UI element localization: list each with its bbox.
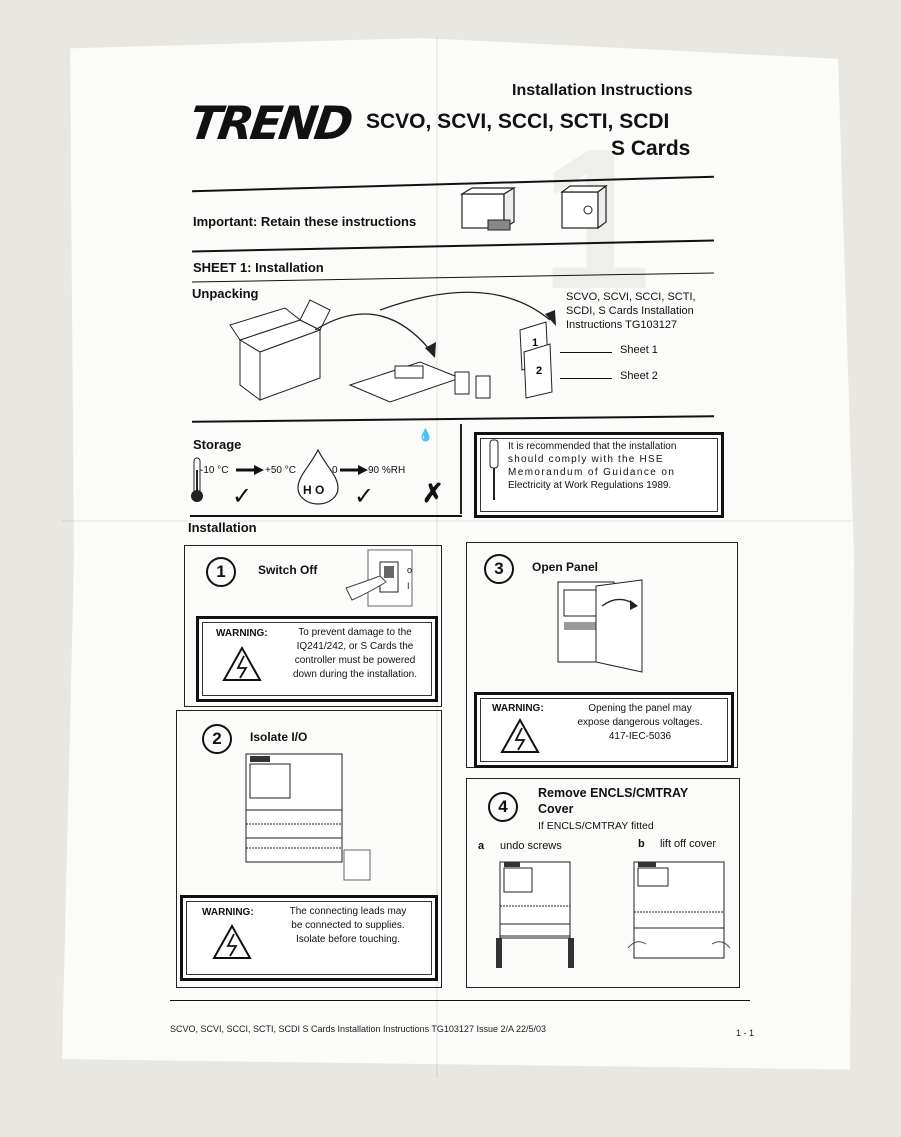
footer-text: SCVO, SCVI, SCCI, SCTI, SCDI S Cards Ins… bbox=[170, 1024, 547, 1034]
step-4b-text: lift off cover bbox=[660, 838, 717, 850]
humidity-high: 90 %RH bbox=[368, 465, 406, 476]
sheet2-leader bbox=[560, 378, 612, 379]
trend-logo: TREND bbox=[186, 96, 354, 150]
temp-high: +50 °C bbox=[265, 465, 296, 476]
warning-label: WARNING: bbox=[202, 907, 254, 918]
recommendation-text: It is recommended that the installation … bbox=[508, 440, 712, 492]
storage-divider bbox=[460, 424, 462, 514]
recommendation-line2: should comply with the HSE bbox=[508, 454, 664, 465]
sheet2-label: Sheet 2 bbox=[620, 370, 658, 382]
warning-3-line: 417-IEC-5036 bbox=[608, 731, 672, 742]
sheet1-label: Sheet 1 bbox=[620, 344, 658, 356]
switch-on-mark: I bbox=[407, 581, 410, 591]
paper-fold-vertical bbox=[436, 38, 438, 1078]
step-4-panel bbox=[466, 778, 740, 988]
thermometer-icon bbox=[191, 457, 203, 502]
h2o-label: H O bbox=[303, 483, 325, 497]
hazard-triangle-icon bbox=[222, 645, 262, 681]
unpacking-illustration bbox=[229, 291, 556, 403]
droplets-icon: 💧 bbox=[418, 428, 445, 442]
step-4a-text: undo screws bbox=[500, 840, 562, 852]
installation-title: Installation bbox=[188, 520, 257, 535]
warning-label: WARNING: bbox=[492, 703, 544, 714]
step-2-number: 2 bbox=[202, 724, 232, 754]
warning-1-line: To prevent damage to the bbox=[298, 627, 412, 638]
check-icon: ✓ bbox=[232, 483, 253, 510]
check-icon: ✓ bbox=[354, 483, 375, 510]
warning-1-line: down during the installation. bbox=[293, 669, 417, 680]
step-1-panel bbox=[184, 545, 442, 707]
humidity-low: 0 bbox=[332, 465, 338, 476]
footer-rule bbox=[170, 1000, 750, 1001]
warning-3-line: Opening the panel may bbox=[588, 703, 692, 714]
page-number: 1 - 1 bbox=[736, 1028, 755, 1038]
unpacking-title: Unpacking bbox=[192, 286, 259, 301]
storage-title: Storage bbox=[193, 437, 242, 452]
models-heading: SCVO, SCVI, SCCI, SCTI, SCDI bbox=[366, 110, 670, 133]
svg-text:2: 2 bbox=[536, 365, 542, 377]
warning-2-line: be connected to supplies. bbox=[291, 920, 405, 931]
enclosure-open-icon bbox=[459, 186, 517, 231]
recommendation-line3: Memorandum of Guidance on bbox=[508, 467, 676, 478]
installation-instructions-heading: Installation Instructions bbox=[512, 82, 693, 99]
lift-cover-illustration bbox=[627, 861, 731, 959]
step-1-title: Switch Off bbox=[258, 563, 318, 577]
warning-3-line: expose dangerous voltages. bbox=[577, 717, 703, 728]
step-1-number: 1 bbox=[206, 557, 236, 587]
step-4b-label: b bbox=[638, 838, 645, 850]
hazard-triangle-icon bbox=[500, 717, 540, 753]
hazard-triangle-icon bbox=[212, 923, 252, 959]
screwdriver-icon bbox=[489, 439, 499, 500]
important-notice: Important: Retain these instructions bbox=[193, 214, 417, 229]
warning-box-2 bbox=[180, 895, 438, 981]
instruction-documents-icon: 1 2 bbox=[519, 321, 553, 399]
temp-low: -10 °C bbox=[200, 465, 229, 476]
doc-title-line2: SCDI, S Cards Installation bbox=[566, 305, 694, 317]
doc-title-line3: Instructions TG103127 bbox=[566, 319, 678, 331]
sheet1-leader bbox=[560, 352, 612, 353]
step-4-title: Remove ENCLS/CMTRAY bbox=[538, 786, 689, 800]
storage-rule bbox=[190, 515, 462, 517]
warning-1-text: To prevent damage to the IQ241/242, or S… bbox=[282, 626, 428, 682]
svg-text:1: 1 bbox=[532, 337, 538, 349]
s-cards-heading: S Cards bbox=[611, 137, 691, 160]
controller-illustration bbox=[245, 753, 371, 881]
cross-icon: ✗ bbox=[422, 478, 444, 508]
switch-off-mark: o bbox=[407, 565, 413, 575]
water-drop-icon bbox=[297, 448, 339, 505]
warning-2-line: Isolate before touching. bbox=[296, 934, 400, 945]
warning-1-line: IQ241/242, or S Cards the bbox=[296, 641, 414, 652]
warning-2-line: The connecting leads may bbox=[289, 906, 407, 917]
step-3-number: 3 bbox=[484, 554, 514, 584]
warning-2-text: The connecting leads may be connected to… bbox=[270, 905, 426, 947]
undo-screws-illustration bbox=[496, 861, 574, 968]
doc-title-line1: SCVO, SCVI, SCCI, SCTI, bbox=[566, 291, 696, 303]
step-4-title-line2: Cover bbox=[538, 802, 574, 816]
warning-1-line: controller must be powered bbox=[294, 655, 416, 666]
sheet-title: SHEET 1: Installation bbox=[193, 260, 324, 275]
recommendation-line4: Electricity at Work Regulations 1989. bbox=[508, 480, 672, 491]
doc-title: SCVO, SCVI, SCCI, SCTI, SCDI, S Cards In… bbox=[566, 290, 696, 332]
step-2-panel bbox=[176, 710, 442, 988]
step-4a-label: a bbox=[478, 840, 485, 852]
open-panel-illustration bbox=[557, 579, 643, 673]
step-4-number: 4 bbox=[488, 792, 518, 822]
warning-3-text: Opening the panel may expose dangerous v… bbox=[562, 702, 718, 744]
step-2-title: Isolate I/O bbox=[250, 730, 308, 744]
step-3-title: Open Panel bbox=[532, 560, 599, 574]
warning-label: WARNING: bbox=[216, 628, 268, 639]
recommendation-line1: It is recommended that the installation bbox=[508, 441, 677, 452]
arrow-right-icon bbox=[236, 465, 264, 475]
recommendation-box bbox=[474, 432, 724, 518]
arrow-right-icon bbox=[340, 465, 368, 475]
switch-hand-illustration bbox=[345, 549, 413, 607]
paper-fold-horizontal bbox=[62, 520, 852, 522]
step-4-subtitle: If ENCLS/CMTRAY fitted bbox=[538, 820, 654, 832]
enclosure-closed-icon bbox=[560, 184, 608, 230]
